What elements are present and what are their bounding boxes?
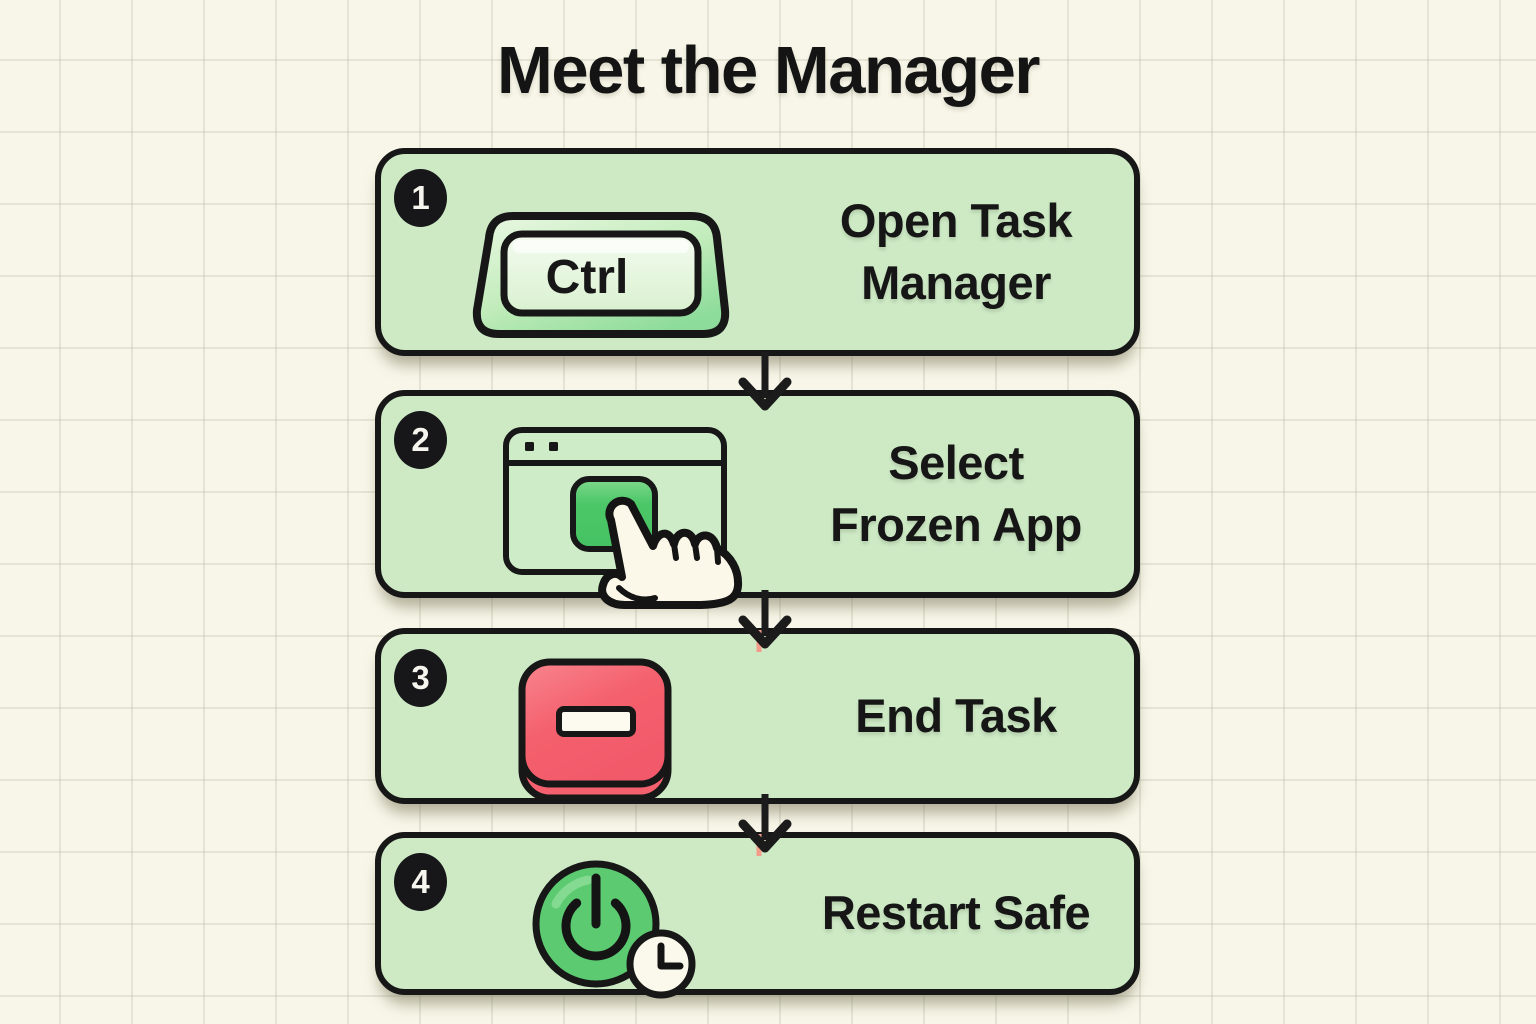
step-number-badge: 4 bbox=[394, 853, 447, 911]
window-dot-icon bbox=[549, 442, 558, 451]
step-card-select-frozen-app: 2 bbox=[375, 390, 1140, 609]
step-number-badge: 2 bbox=[394, 411, 447, 469]
end-task-button-icon bbox=[517, 657, 675, 807]
minus-icon bbox=[556, 706, 636, 737]
power-icon bbox=[530, 854, 710, 1004]
arrow-down-icon bbox=[733, 790, 797, 864]
arrow-down-icon bbox=[733, 586, 797, 660]
step-label: Select Frozen App bbox=[830, 435, 1082, 551]
step-number-badge: 3 bbox=[394, 649, 447, 707]
step-card-end-task: 3 End Task bbox=[375, 628, 1140, 804]
step-number-badge: 1 bbox=[394, 169, 447, 227]
step-label: End Task bbox=[855, 688, 1057, 742]
arrow-down-icon bbox=[733, 348, 797, 422]
window-dot-icon bbox=[525, 442, 534, 451]
step-card-restart-safe: 4 Restart Safe bbox=[375, 832, 1140, 999]
ctrl-key-icon: Ctrl bbox=[469, 210, 739, 342]
ctrl-key-label: Ctrl bbox=[546, 251, 629, 304]
pointer-hand-icon bbox=[581, 476, 751, 611]
clock-icon bbox=[626, 929, 696, 999]
page-title: Meet the Manager bbox=[497, 33, 1040, 108]
step-card-open-task-manager: 1 Ctrl Ope bbox=[375, 148, 1140, 356]
step-label: Restart Safe bbox=[821, 886, 1091, 940]
step-label: Open Task Manager bbox=[839, 193, 1073, 309]
